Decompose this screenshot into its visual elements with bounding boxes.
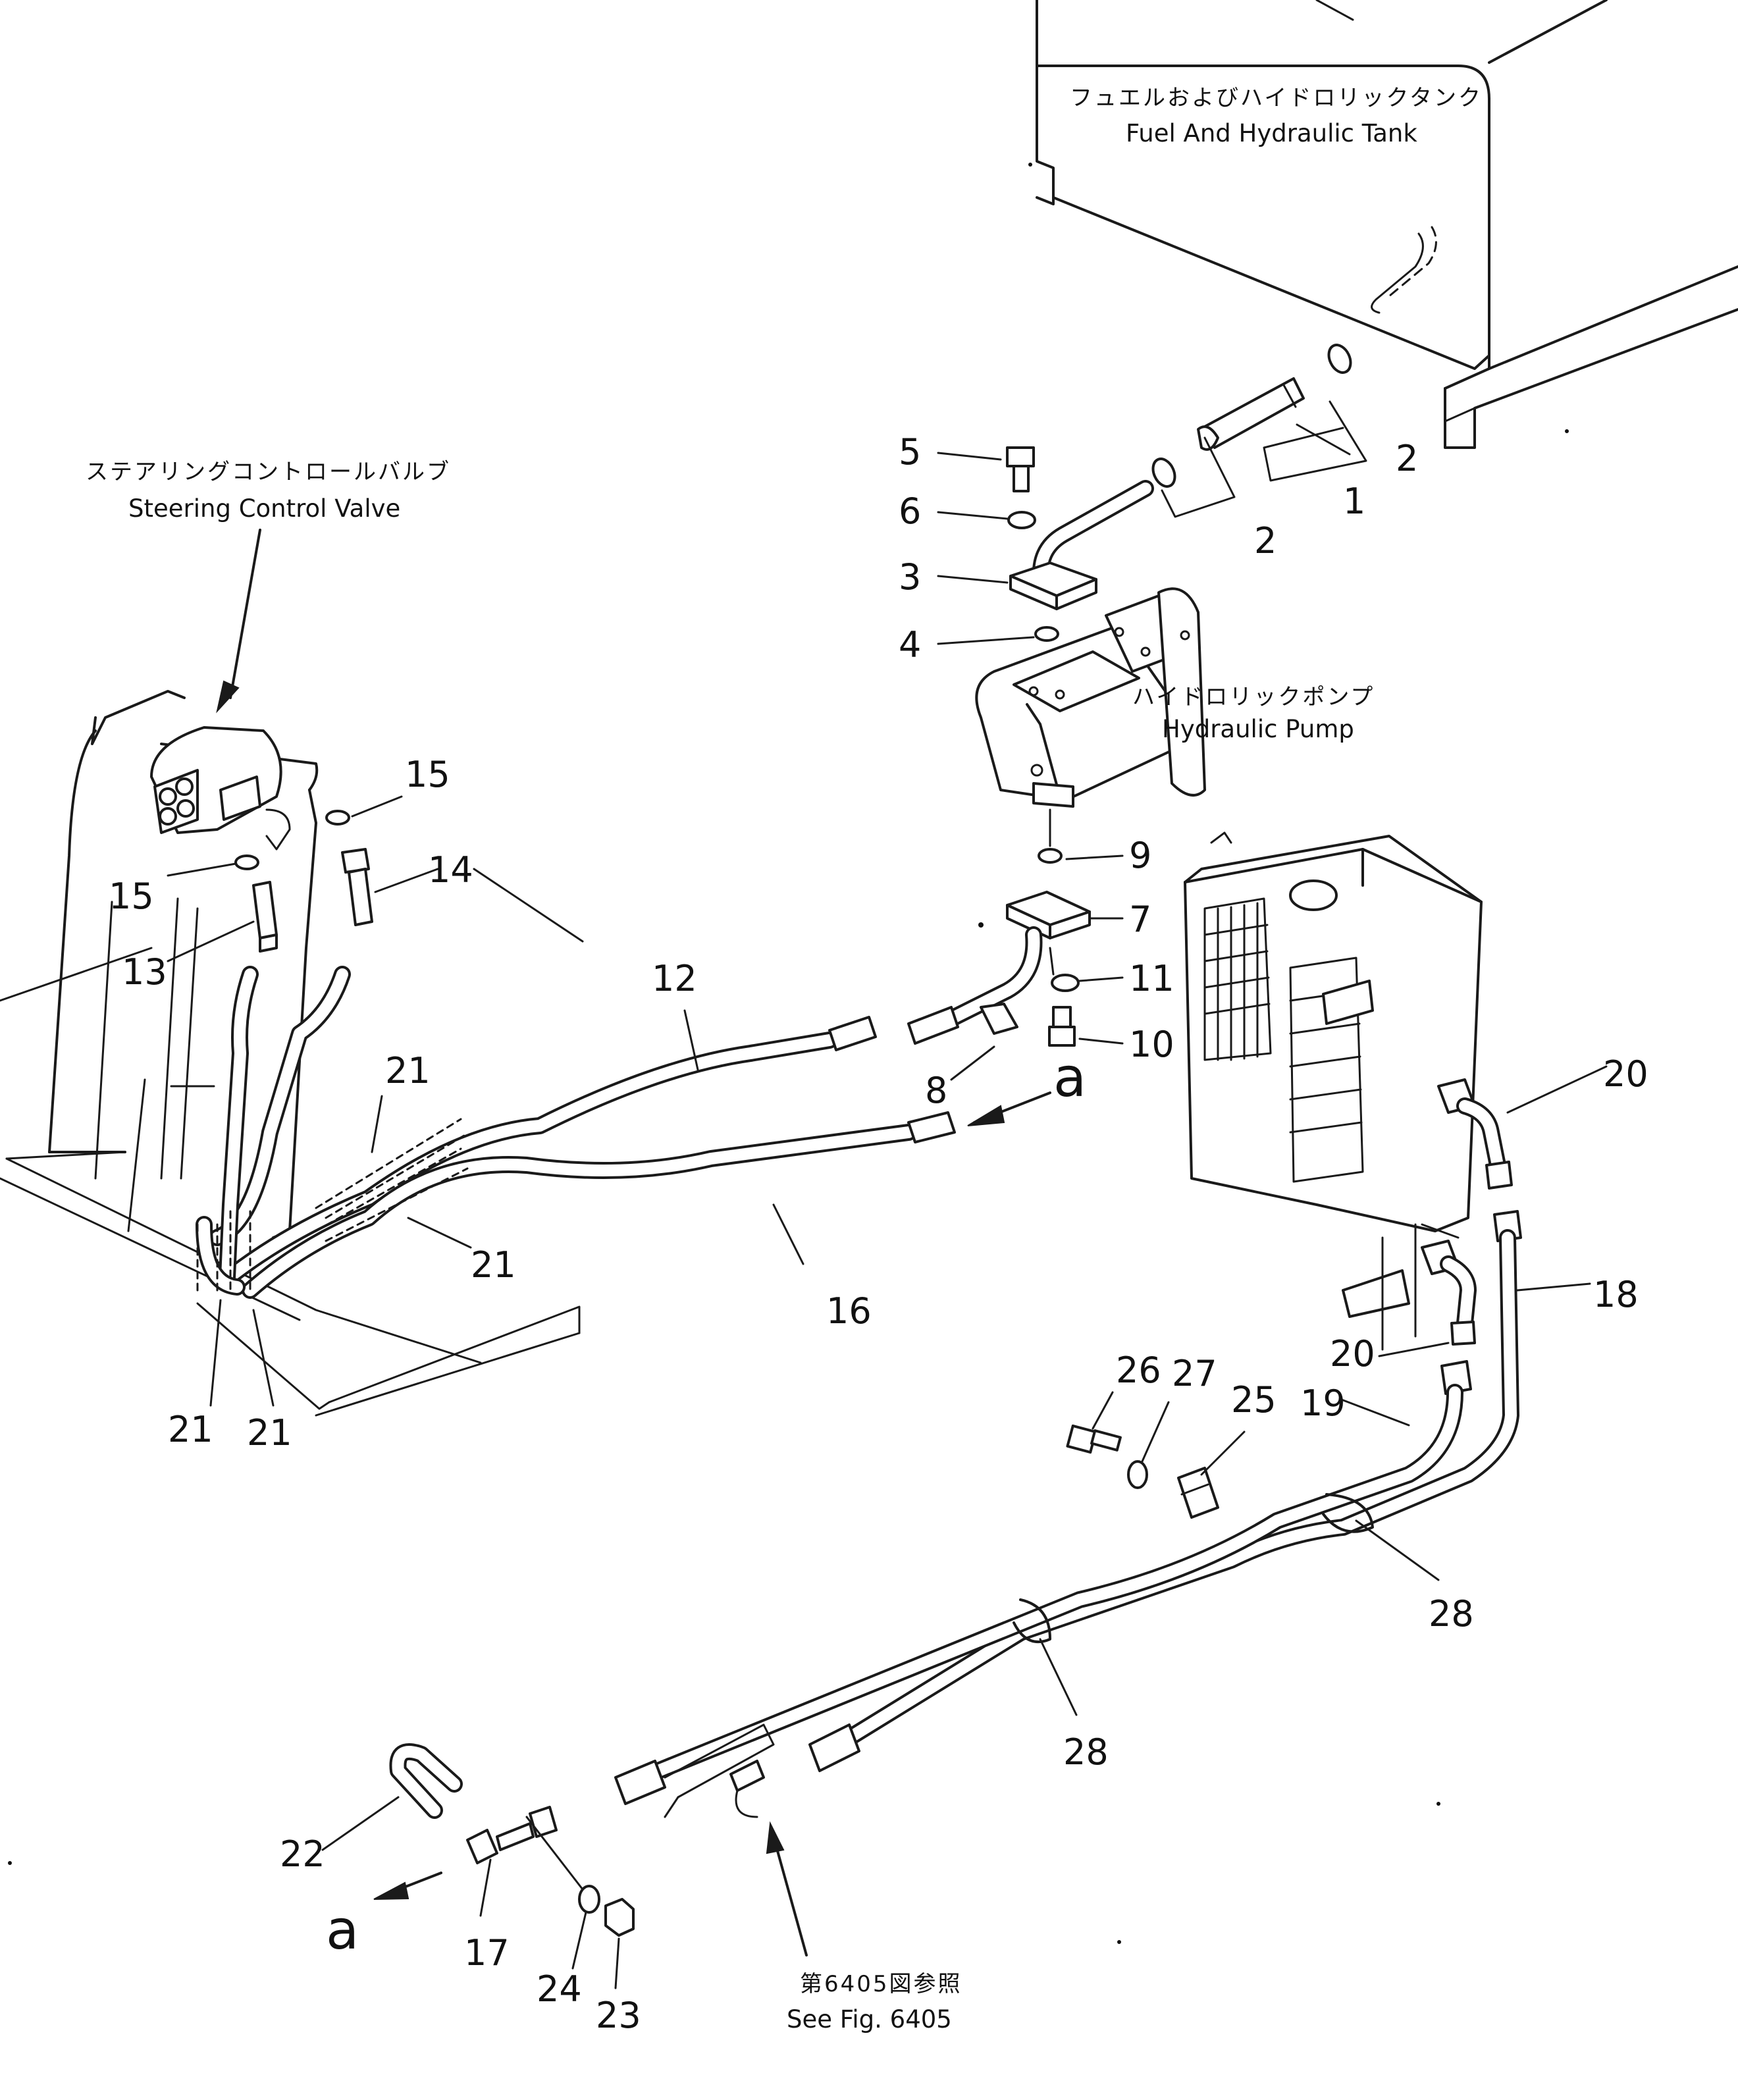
view-a-arrowhead-top <box>967 1105 1005 1126</box>
callout-18: 18 <box>1593 1274 1639 1315</box>
callout-21a: 21 <box>385 1050 431 1091</box>
callout-19: 19 <box>1300 1382 1346 1424</box>
callout-15b: 15 <box>109 876 154 917</box>
callout-20b: 20 <box>1330 1333 1375 1375</box>
spiral-guards-21 <box>196 1118 469 1292</box>
elbow-20-lower <box>1421 1240 1477 1346</box>
hydraulic-pump <box>975 587 1206 808</box>
callout-14: 14 <box>428 849 473 891</box>
callout-12: 12 <box>652 958 697 999</box>
callout-8: 8 <box>925 1070 947 1111</box>
callout-10: 10 <box>1129 1024 1174 1065</box>
steering-valve-label-en: Steering Control Valve <box>128 494 400 523</box>
callout-6: 6 <box>899 490 921 532</box>
bolt-5 <box>1006 446 1035 492</box>
clamps-28 <box>1013 1493 1374 1643</box>
callout-2a: 2 <box>1396 438 1418 479</box>
o-ring-9 <box>1038 848 1063 864</box>
callout-9: 9 <box>1129 835 1151 876</box>
callout-27: 27 <box>1172 1353 1217 1394</box>
bolt-10 <box>1048 1006 1076 1047</box>
speck-3 <box>1117 1940 1121 1944</box>
o-ring-4 <box>1034 626 1059 642</box>
steering-valve-arrowhead <box>216 680 240 714</box>
o-ring-15-lower <box>234 854 259 870</box>
washer-11 <box>1051 974 1080 992</box>
view-a-label-bottom: a <box>326 1899 359 1962</box>
callout-2b: 2 <box>1254 520 1277 562</box>
washer-27 <box>1127 1460 1148 1489</box>
flange-7 <box>1006 891 1091 939</box>
see-fig-label-en: See Fig. 6405 <box>787 2005 952 2034</box>
hose-16 <box>219 966 956 1299</box>
callout-28b: 28 <box>1063 1731 1109 1773</box>
callout-21c: 21 <box>168 1409 213 1450</box>
bolt-26 <box>1066 1424 1122 1454</box>
hose-12 <box>209 966 877 1282</box>
callout-13: 13 <box>122 951 167 993</box>
bracket-25 <box>1177 1467 1219 1519</box>
elbow-13 <box>252 881 278 953</box>
callout-23: 23 <box>596 1995 641 2036</box>
pump-label-jp: ハイドロリックポンプ <box>1132 684 1375 710</box>
callout-15a: 15 <box>405 754 450 795</box>
flange-3 <box>1009 562 1097 610</box>
callout-21b: 21 <box>471 1244 516 1286</box>
steering-valve-leader <box>229 529 261 699</box>
o-ring-15-upper <box>325 810 350 826</box>
oil-cooler <box>1184 831 1483 1351</box>
steering-control-valve <box>150 726 291 851</box>
fuel-hydraulic-tank <box>1036 0 1738 449</box>
washer-6 <box>1007 511 1036 529</box>
callout-16: 16 <box>826 1290 872 1332</box>
callout-25: 25 <box>1231 1379 1277 1421</box>
leader-lines <box>167 400 1608 1989</box>
callout-22: 22 <box>280 1833 325 1875</box>
see-fig-leader <box>772 1835 808 1956</box>
speck-4 <box>1436 1802 1440 1806</box>
view-a-label-top: a <box>1053 1047 1086 1109</box>
see-fig-arrowhead <box>766 1821 785 1854</box>
frame-bracket <box>664 1723 775 1818</box>
connector-17 <box>466 1806 558 1864</box>
delivery-pipe <box>946 926 1043 1026</box>
callout-4: 4 <box>899 624 921 666</box>
elbow-8 <box>907 1003 1018 1045</box>
callout-11: 11 <box>1129 958 1174 999</box>
nut-23 <box>604 1898 635 1937</box>
elbow-14 <box>341 848 373 926</box>
elbow-20-upper <box>1437 1078 1513 1190</box>
speck-1 <box>1565 429 1569 433</box>
pump-label-en: Hydraulic Pump <box>1162 715 1354 743</box>
callout-26: 26 <box>1116 1350 1161 1391</box>
speck-2 <box>1028 163 1032 167</box>
speck-6 <box>978 922 984 928</box>
washer-24 <box>578 1885 600 1914</box>
steering-valve-label-jp: ステアリングコントロールバルブ <box>86 459 451 485</box>
callout-20a: 20 <box>1603 1053 1648 1095</box>
callout-3: 3 <box>899 556 921 598</box>
callout-21d: 21 <box>247 1412 292 1454</box>
hose-19 <box>614 1360 1472 1805</box>
hose-18 <box>808 1210 1522 1772</box>
view-a-arrowhead-bottom <box>373 1881 409 1900</box>
u-pipe-22 <box>389 1743 463 1819</box>
fuel-tank-label-jp: フュエルおよびハイドロリックタンク <box>1070 85 1483 111</box>
suction-hose-1 <box>1151 344 1352 488</box>
callout-5: 5 <box>899 431 921 473</box>
see-fig-label-jp: 第6405図参照 <box>800 1971 962 1997</box>
callout-1: 1 <box>1343 481 1365 522</box>
speck-5 <box>8 1861 12 1865</box>
callout-17: 17 <box>464 1932 510 1974</box>
callout-24: 24 <box>537 1968 582 2010</box>
callout-28a: 28 <box>1429 1593 1474 1635</box>
callout-7: 7 <box>1129 899 1151 940</box>
fuel-tank-label-en: Fuel And Hydraulic Tank <box>1126 119 1417 147</box>
